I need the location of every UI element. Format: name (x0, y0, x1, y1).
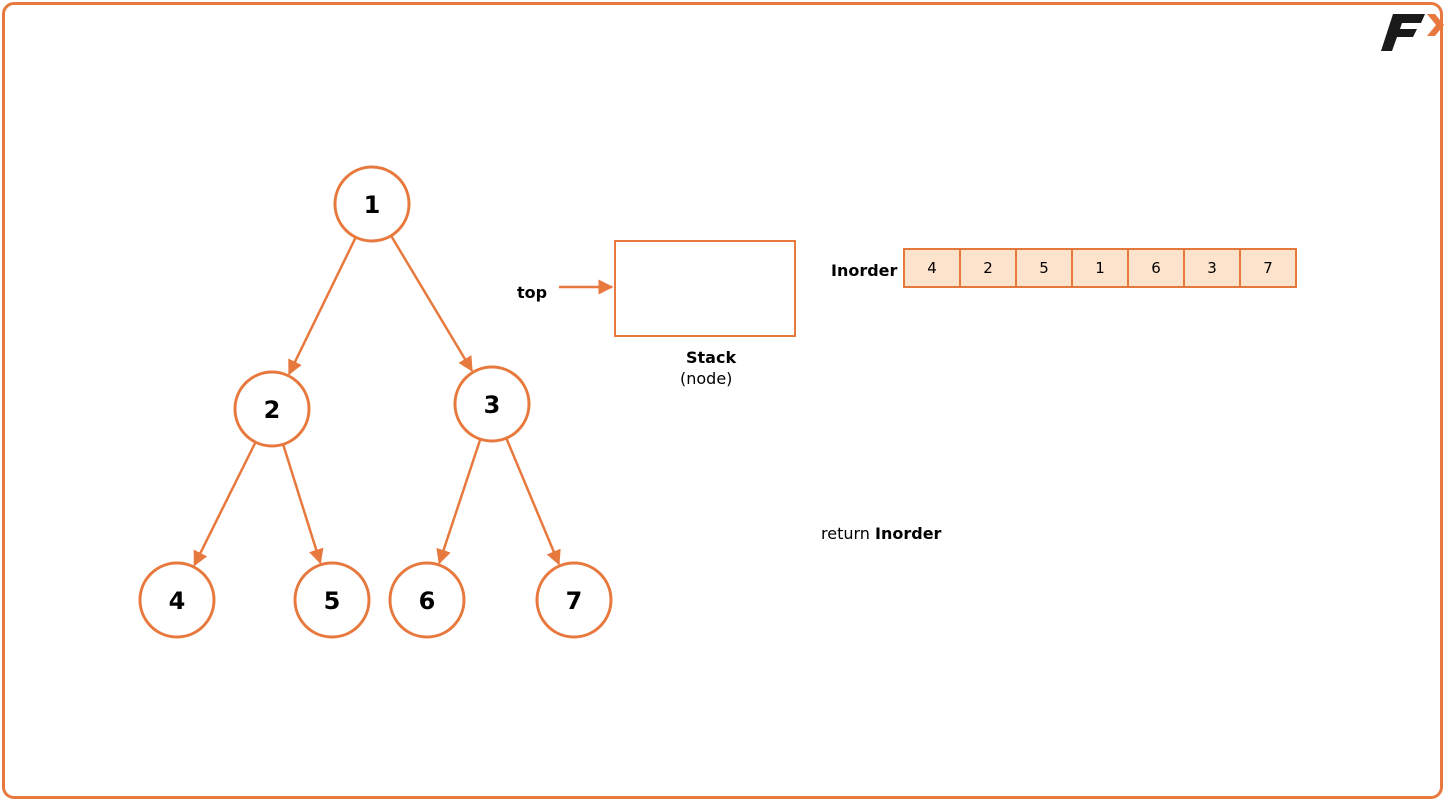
inorder-array: 4 2 5 1 6 3 7 (903, 248, 1297, 288)
tree-edge-3-7 (505, 438, 561, 566)
inorder-cell: 5 (1015, 248, 1073, 288)
return-variable: Inorder (875, 524, 942, 543)
tree-node-circle (388, 561, 466, 639)
tree-edge-2-4 (193, 442, 257, 567)
tree-node-circle (233, 370, 311, 448)
return-statement: return Inorder (821, 524, 941, 543)
tree-node-label: 5 (324, 587, 341, 615)
inorder-cell: 1 (1071, 248, 1129, 288)
tree-node-circle (453, 365, 531, 443)
tree-node-circle (293, 561, 371, 639)
stack-subtitle: (node) (680, 369, 733, 388)
inorder-cell: 4 (903, 248, 961, 288)
inorder-cell: 6 (1127, 248, 1185, 288)
tree-node-6: 6 (388, 561, 466, 639)
tree-node-circle (535, 561, 613, 639)
brand-logo-icon (1381, 14, 1444, 51)
tree-edge-1-2 (287, 237, 357, 376)
tree-node-label: 7 (566, 587, 583, 615)
tree-node-circle (333, 165, 411, 243)
stack-box (614, 240, 796, 337)
inorder-cell: 3 (1183, 248, 1241, 288)
tree-edge-1-3 (390, 235, 473, 372)
tree-node-label: 6 (419, 587, 436, 615)
tree-edge-2-5 (282, 444, 324, 565)
tree-node-label: 3 (484, 391, 501, 419)
inorder-cell: 2 (959, 248, 1017, 288)
inorder-cell: 7 (1239, 248, 1297, 288)
tree-node-label: 1 (364, 191, 381, 219)
stack-top-label: top (517, 283, 548, 302)
stack-title: Stack (686, 348, 737, 367)
return-keyword: return (821, 524, 870, 543)
tree-node-label: 4 (169, 587, 186, 615)
tree-node-circle (138, 561, 216, 639)
tree-node-2: 2 (233, 370, 311, 448)
tree-node-3: 3 (453, 365, 531, 443)
tree-node-1: 1 (333, 165, 411, 243)
inorder-label: Inorder (831, 261, 898, 280)
tree-node-7: 7 (535, 561, 613, 639)
tree-node-5: 5 (293, 561, 371, 639)
tree-edge-3-6 (436, 439, 482, 565)
tree-node-4: 4 (138, 561, 216, 639)
tree-node-label: 2 (264, 396, 281, 424)
